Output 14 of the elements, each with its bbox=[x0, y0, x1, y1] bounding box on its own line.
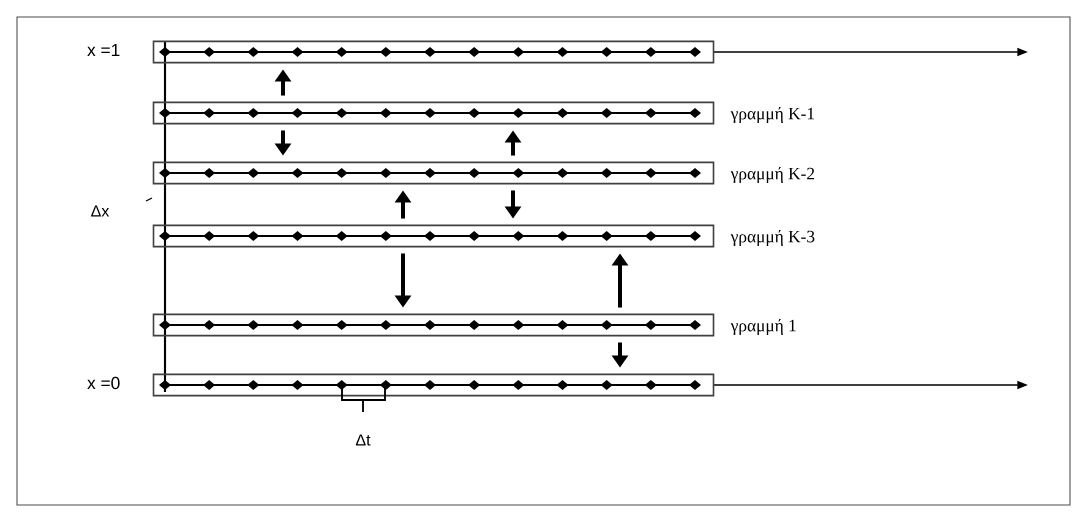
grid-row bbox=[152, 101, 715, 125]
row-label: γραμμή 1 bbox=[730, 319, 796, 335]
dimension-label: Δx bbox=[91, 205, 110, 217]
grid-row bbox=[152, 373, 715, 397]
row-label: x =0 bbox=[87, 376, 120, 390]
row-label: γραμμή K-2 bbox=[730, 167, 815, 183]
dimension-label: Δt bbox=[355, 434, 371, 446]
grid-row bbox=[152, 313, 715, 337]
grid-row bbox=[152, 161, 715, 185]
row-label: γραμμή K-3 bbox=[730, 230, 815, 246]
row-label: γραμμή K-1 bbox=[730, 107, 814, 123]
grid-row bbox=[152, 224, 715, 248]
grid-row bbox=[152, 40, 715, 64]
row-label: x =1 bbox=[87, 44, 120, 56]
